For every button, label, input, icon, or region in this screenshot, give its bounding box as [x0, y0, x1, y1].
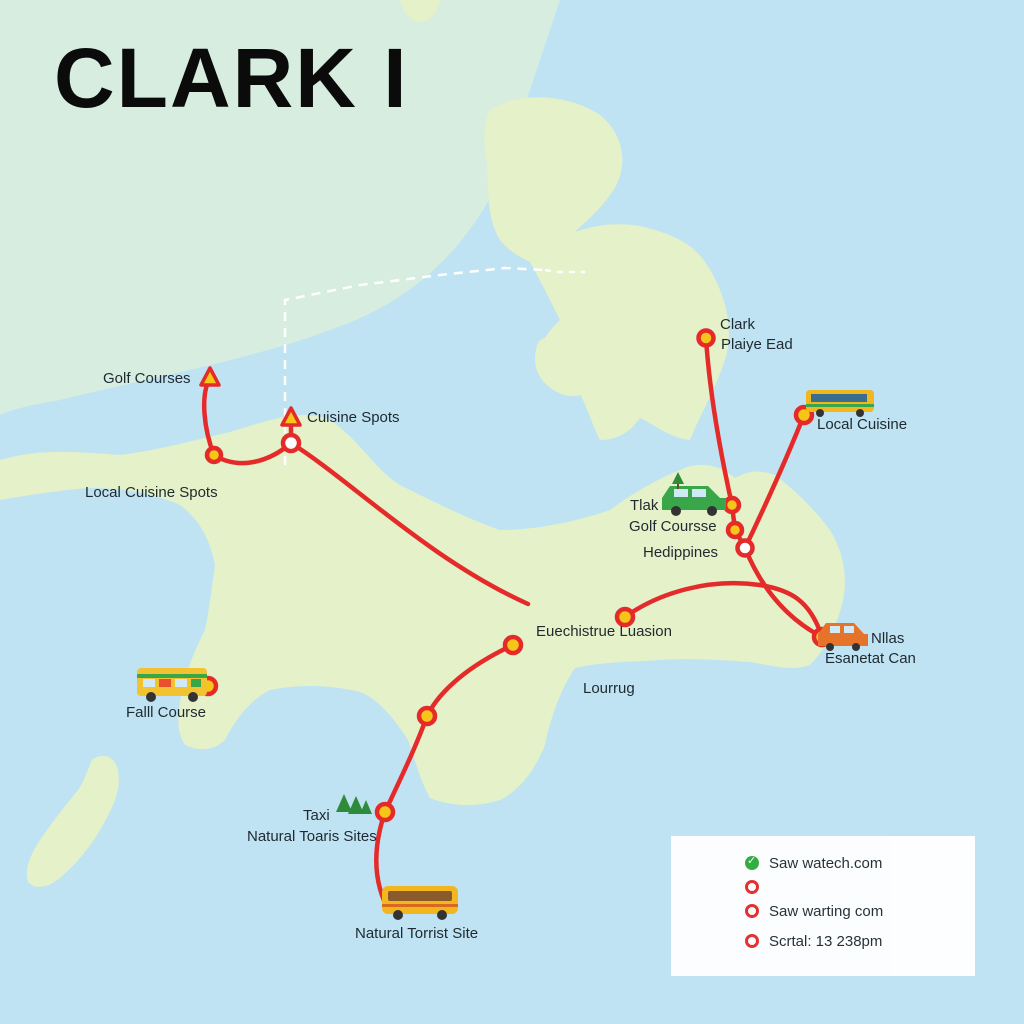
van-icon: [806, 390, 874, 417]
route-line: [757, 582, 825, 640]
trees-icon: [336, 794, 372, 814]
legend-item: [745, 877, 769, 897]
label-golf-course: Golf Coursse: [629, 518, 717, 535]
route-line: [288, 440, 531, 607]
legend-item: Saw watech.com: [745, 853, 882, 873]
southwest-island: [26, 755, 119, 887]
label-local-cuisine: Local Cuisine: [817, 416, 908, 433]
check-icon: [745, 854, 759, 870]
route-stop[interactable]: [614, 606, 636, 628]
label-taxi: Taxi: [303, 807, 330, 824]
route-stop-icon: [745, 904, 759, 918]
legend-text: Saw warting com: [769, 902, 884, 920]
boundary-line: [544, 268, 585, 274]
bus-icon: [382, 886, 458, 920]
route-line: [703, 335, 735, 508]
map-title: CLARK I: [54, 31, 409, 125]
route-stop[interactable]: [725, 520, 745, 540]
route-stop[interactable]: [735, 538, 755, 558]
cuisine-marker-icon[interactable]: [280, 406, 302, 427]
legend-text: Scrtal: 13 238pm: [769, 932, 883, 950]
label-cuisine-spots: Cuisine Spots: [307, 409, 400, 426]
label-euechistrue: Euechistrue Luasion: [536, 623, 672, 640]
label-hedippines: Hedippines: [643, 544, 719, 561]
label-natural-torrist: Natural Torrist Site: [355, 925, 479, 942]
legend-item: Scrtal: 13 238pm: [745, 931, 882, 951]
label-clark: Clark: [720, 316, 756, 333]
northeast-islet: [497, 211, 529, 244]
route-stop[interactable]: [204, 445, 224, 465]
route-stop-icon: [745, 934, 759, 948]
tree-icon: [672, 472, 684, 489]
route-stop[interactable]: [722, 495, 742, 515]
route-stop[interactable]: [374, 801, 396, 823]
legend-text: Saw watech.com: [769, 854, 883, 872]
label-tlak: Tlak: [630, 497, 659, 514]
northern-landmass: [0, 0, 560, 415]
label-fall-course: Falll Course: [126, 704, 207, 721]
map-legend: Saw watech.com Saw warting com Scrtal: 1…: [671, 836, 975, 976]
northeast-islet: [535, 335, 600, 397]
label-nllas: Nllas: [871, 630, 905, 647]
top-islet: [400, 0, 440, 22]
route-stop[interactable]: [502, 634, 524, 656]
car-icon: [662, 486, 726, 516]
route-line: [742, 545, 825, 640]
route-stop[interactable]: [280, 432, 302, 454]
route-stop[interactable]: [416, 705, 438, 727]
legend-item: Saw warting com: [745, 901, 883, 921]
route-stop[interactable]: [696, 328, 716, 348]
label-lourrug: Lourrug: [583, 680, 635, 697]
label-esanetat-can: Esanetat Can: [825, 650, 916, 667]
route-stop-icon: [745, 880, 759, 894]
jeepney-icon: [137, 668, 207, 702]
label-golf-courses: Golf Courses: [103, 370, 191, 387]
label-playe-ead: Plaiye Ead: [721, 336, 793, 353]
route-line: [622, 580, 763, 620]
label-natural-toaris: Natural Toaris Sites: [247, 828, 377, 845]
main-island: [0, 415, 845, 806]
golf-marker-icon[interactable]: [199, 366, 221, 387]
label-local-cuisine-spots: Local Cuisine Spots: [85, 484, 218, 501]
route-line: [742, 412, 807, 551]
car-icon: [818, 623, 868, 651]
